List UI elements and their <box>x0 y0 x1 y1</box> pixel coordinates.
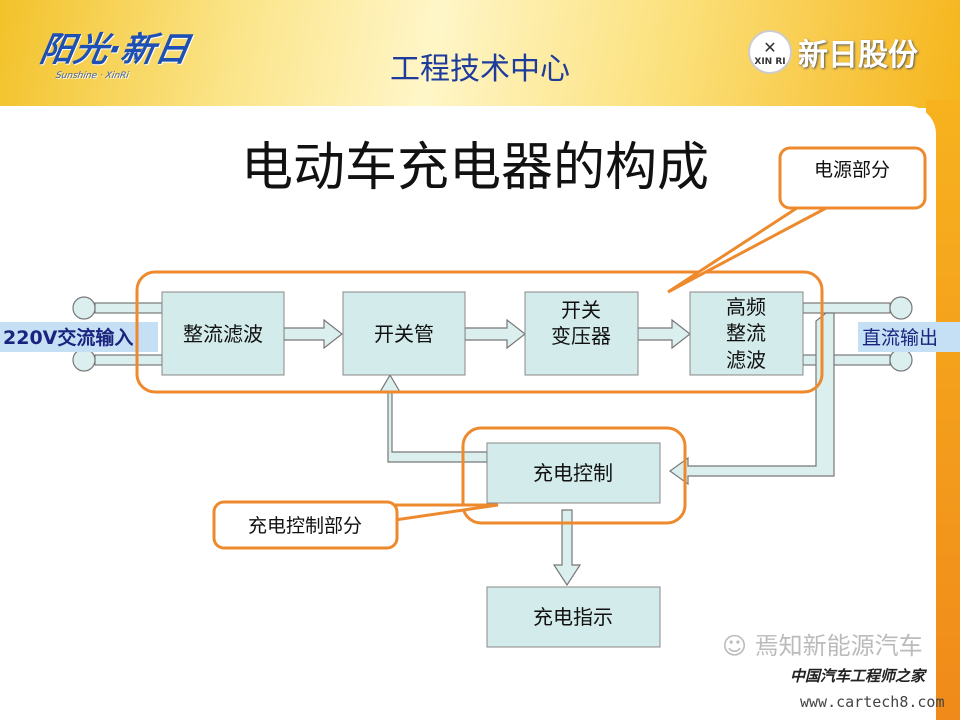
block-charge-indicator <box>486 586 661 648</box>
input-label: 220V交流输入 <box>3 326 133 349</box>
site-watermark: 中国汽车工程师之家 <box>790 667 926 685</box>
wechat-icon: ☺ <box>722 632 755 660</box>
arrow-icon <box>464 318 526 350</box>
logo-right-text: 新日股份 <box>798 38 918 73</box>
hf-label-3: 滤波 <box>726 348 766 372</box>
block-rectifier <box>161 291 285 376</box>
slide-content <box>0 106 936 720</box>
charge-indicator-label: 充电指示 <box>533 605 613 629</box>
charge-control-label: 充电控制 <box>533 461 613 485</box>
input-label-box <box>0 322 158 352</box>
power-callout-pointer <box>667 204 831 294</box>
slide-title: 电动车充电器的构成 <box>241 138 709 198</box>
block-charge-control <box>486 442 661 504</box>
control-section-frame <box>461 426 687 525</box>
block-hf-rectifier <box>689 291 804 376</box>
output-label-box <box>858 322 960 352</box>
hf-label-2: 整流 <box>726 321 766 345</box>
block-transformer <box>524 291 639 376</box>
transformer-label-1: 开关 <box>561 298 601 322</box>
switch-tube-label: 开关管 <box>374 322 434 346</box>
input-terminal-icon <box>72 296 96 320</box>
control-callout <box>212 500 399 550</box>
xinri-badge-icon: ✕XIN RI <box>748 30 792 74</box>
site-url: www.cartech8.com <box>800 693 945 711</box>
block-switch-tube <box>342 291 466 376</box>
arrow-icon <box>637 318 691 350</box>
wechat-watermark: ☺ 焉知新能源汽车 <box>722 632 923 660</box>
output-terminal-icon <box>889 296 913 320</box>
hf-label-1: 高频 <box>726 295 766 319</box>
header-banner <box>0 0 960 108</box>
arrow-icon <box>283 318 343 350</box>
indicator-arrow-icon <box>552 509 582 587</box>
wechat-watermark-text: 焉知新能源汽车 <box>754 632 923 660</box>
power-callout <box>778 146 927 210</box>
output-label: 直流输出 <box>862 327 938 349</box>
power-callout-label: 电源部分 <box>814 159 890 181</box>
power-section-frame <box>135 270 824 394</box>
header-title: 工程技术中心 <box>390 52 570 87</box>
transformer-label-2: 变压器 <box>551 324 611 348</box>
control-arrow-icon <box>378 373 488 463</box>
output-terminal-icon <box>889 348 913 372</box>
control-callout-label: 充电控制部分 <box>248 515 362 537</box>
badge-text: XIN RI <box>754 56 786 67</box>
input-terminal-icon <box>72 348 96 372</box>
rectifier-label: 整流滤波 <box>183 322 263 346</box>
